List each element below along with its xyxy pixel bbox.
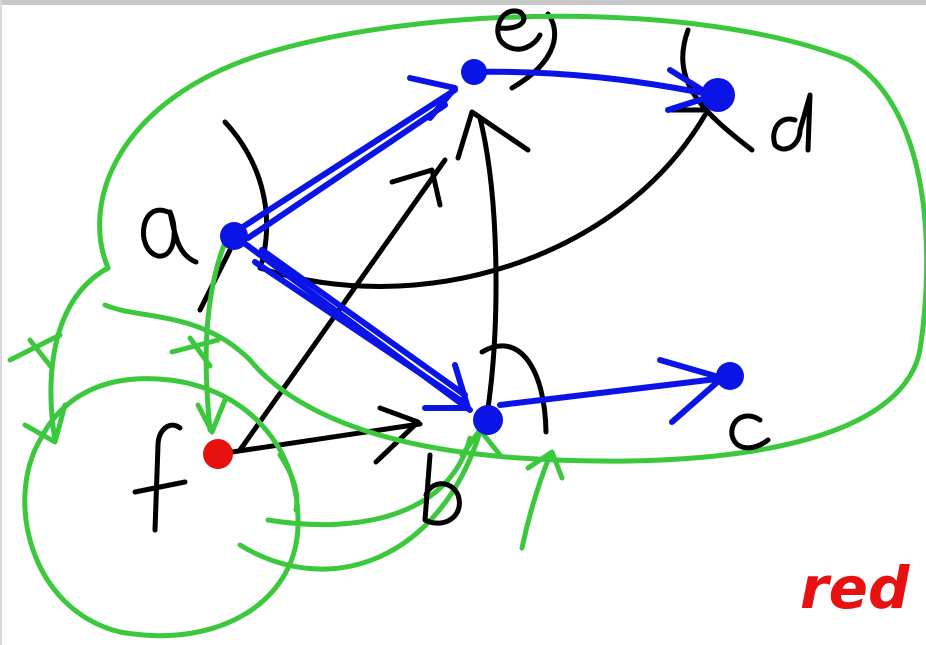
cut-arrow-to-f-left <box>48 265 111 443</box>
green-cuts <box>7 13 926 639</box>
edge-e-d <box>467 68 721 99</box>
edge-f-b-arrowhead <box>373 405 421 465</box>
cut-arrow-to-f-left-head <box>22 402 68 445</box>
cut-mark-x2 <box>27 337 55 371</box>
cut-arrow-bottom-head <box>525 449 565 481</box>
cut-arrow-a-to-f <box>203 232 231 433</box>
edge-b-c <box>497 375 728 408</box>
letter-f-stroke <box>152 422 183 533</box>
cut-curve-f-right <box>277 452 300 513</box>
letter-d-stroke <box>771 92 813 153</box>
edge-a-b-3 <box>259 247 468 398</box>
node-a-dot <box>220 222 248 250</box>
cut-arrow-f-to-b-lower <box>237 429 483 572</box>
letter-b-stroke <box>422 452 462 526</box>
node-e-dot <box>461 59 487 85</box>
cut-mark-a <box>222 119 270 265</box>
letter-f-crossbar <box>132 479 188 495</box>
edge-f-e-arrowhead <box>389 167 443 208</box>
window-top-border <box>0 0 926 5</box>
edge-a-e-arrowhead <box>407 75 458 121</box>
cut-arrow-f-to-b-mid <box>265 435 473 528</box>
edge-a-e-2 <box>245 102 448 241</box>
edge-b-e-arrowhead <box>455 109 531 161</box>
edge-a-b-2 <box>252 259 463 403</box>
letter-e-stroke <box>495 8 543 52</box>
annotation-red: red <box>800 554 910 622</box>
node-b-dot <box>473 405 503 435</box>
node-d-dot <box>701 78 735 112</box>
letter-c-stroke <box>729 413 771 451</box>
edge-a-d <box>257 112 708 289</box>
graph-nodes <box>203 59 744 469</box>
node-f-dot <box>203 439 233 469</box>
cut-arrow-a-to-f-head <box>195 397 228 435</box>
edge-b-c-arrowhead <box>657 357 725 425</box>
edge-a-b-arrowhead <box>422 362 471 411</box>
edge-e-d-arc <box>509 11 558 91</box>
letter-a-stroke <box>141 207 199 265</box>
cut-mark-x4 <box>187 335 213 369</box>
window-left-border <box>0 0 2 645</box>
edge-f-b <box>229 421 423 455</box>
edge-a-e <box>232 87 458 235</box>
node-c-dot <box>716 362 744 390</box>
blue-edges <box>232 67 728 425</box>
cut-circle-f <box>22 376 301 639</box>
cut-arrow-bottom <box>519 452 553 551</box>
cut-mark-b <box>479 343 549 435</box>
node-letter-strokes <box>132 8 813 533</box>
edge-b-e <box>477 115 499 418</box>
